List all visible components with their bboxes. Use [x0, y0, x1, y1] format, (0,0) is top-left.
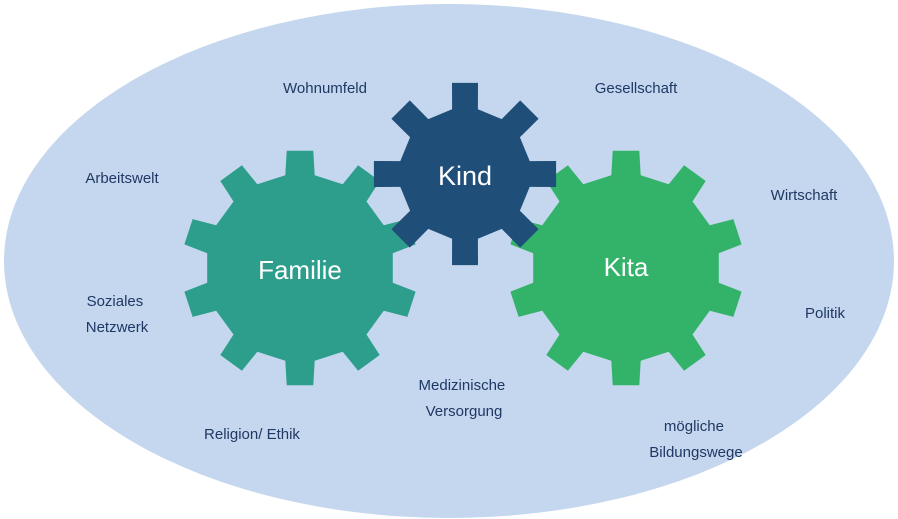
gear-label-kita: Kita [604, 252, 649, 282]
label-arbeitswelt: Arbeitswelt [85, 170, 159, 187]
label-religion-ethik: Religion/ Ethik [204, 426, 300, 443]
gear-label-kind: Kind [438, 161, 492, 191]
label-politik: Politik [805, 305, 846, 322]
gear-kita [510, 150, 742, 386]
label-gesellschaft: Gesellschaft [595, 80, 678, 97]
label-wohnumfeld: Wohnumfeld [283, 80, 367, 97]
label-moegliche-bildungswege: mögliche Bildungswege [649, 418, 742, 461]
label-wirtschaft: Wirtschaft [771, 187, 839, 204]
label-medizinische-versorgung: Medizinische Versorgung [419, 377, 510, 420]
gear-label-familie: Familie [258, 255, 342, 285]
gear-kind [373, 82, 557, 266]
gear-familie [184, 150, 416, 386]
label-soziales-netzwerk: Soziales Netzwerk [86, 293, 149, 336]
environment-ellipse [4, 4, 894, 518]
